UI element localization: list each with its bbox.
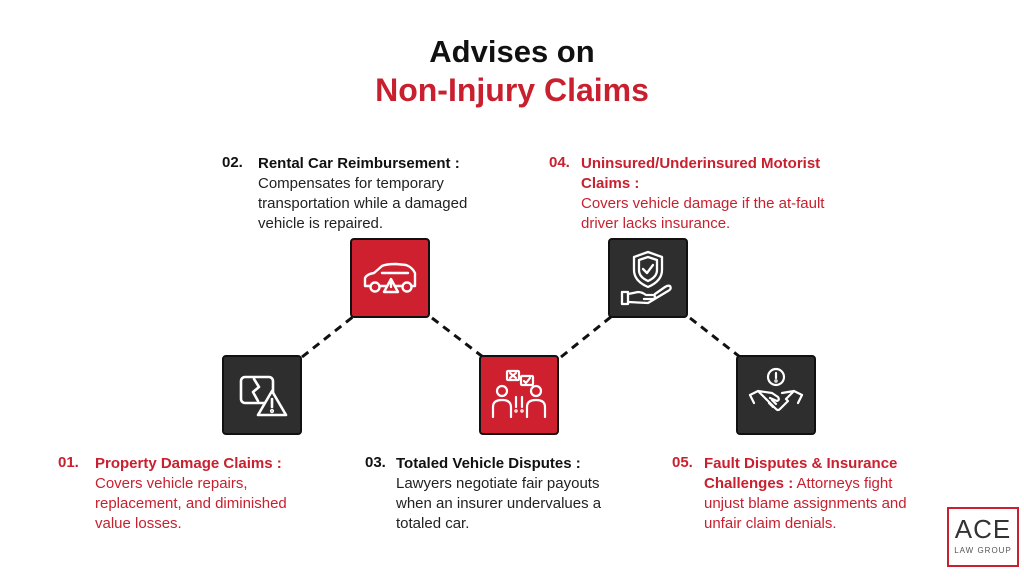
item-04-text: Uninsured/Underinsured Motorist Claims :… <box>581 154 861 234</box>
cracked-phone-warning-icon <box>239 375 288 417</box>
logo-subtitle: LAW GROUP <box>954 546 1012 555</box>
item-01-number: 01. <box>58 454 79 471</box>
node-fault-disputes <box>736 355 816 435</box>
item-01-description: Covers vehicle repairs, replacement, and… <box>95 475 287 532</box>
title-line-1: Advises on <box>429 34 595 69</box>
connector-1-2 <box>301 314 355 359</box>
title-line-2: Non-Injury Claims <box>375 72 649 108</box>
item-01-heading: Property Damage Claims : <box>95 455 282 472</box>
item-04-heading: Uninsured/Underinsured Motorist Claims : <box>581 155 821 192</box>
node-rental-car <box>350 238 430 318</box>
item-02-text: Rental Car Reimbursement : Compensates f… <box>258 154 508 234</box>
item-04-description: Covers vehicle damage if the at-fault dr… <box>581 195 825 232</box>
item-01-text: Property Damage Claims : Covers vehicle … <box>95 454 325 534</box>
item-05-text: Fault Disputes & Insurance Challenges : … <box>704 454 929 534</box>
node-totaled-vehicle <box>479 355 559 435</box>
item-03-heading: Totaled Vehicle Disputes : <box>396 455 581 472</box>
item-05-number: 05. <box>672 454 693 471</box>
node-property-damage <box>222 355 302 435</box>
connector-3-4 <box>560 314 613 359</box>
item-02-description: Compensates for temporary transportation… <box>258 175 468 232</box>
handshake-alert-icon <box>748 367 804 412</box>
shield-hand-icon <box>620 250 672 306</box>
item-03-text: Totaled Vehicle Disputes : Lawyers negot… <box>396 454 636 534</box>
item-05-description: Attorneys fight unjust blame assignments… <box>704 475 907 532</box>
item-02-number: 02. <box>222 154 243 171</box>
node-uninsured-motorist <box>608 238 688 318</box>
logo-brand: ACE <box>954 514 1012 544</box>
connector-4-5 <box>689 316 741 359</box>
ace-law-group-logo: ACE LAW GROUP <box>947 507 1019 567</box>
item-03-number: 03. <box>365 454 386 471</box>
item-05-heading: Fault Disputes & Insurance Challenges : <box>704 455 898 492</box>
item-04-number: 04. <box>549 154 570 171</box>
item-02-heading: Rental Car Reimbursement : <box>258 155 460 172</box>
car-warning-icon <box>363 262 417 294</box>
item-03-description: Lawyers negotiate fair payouts when an i… <box>396 475 602 532</box>
people-dispute-icon <box>491 369 547 419</box>
connector-2-3 <box>431 316 484 359</box>
